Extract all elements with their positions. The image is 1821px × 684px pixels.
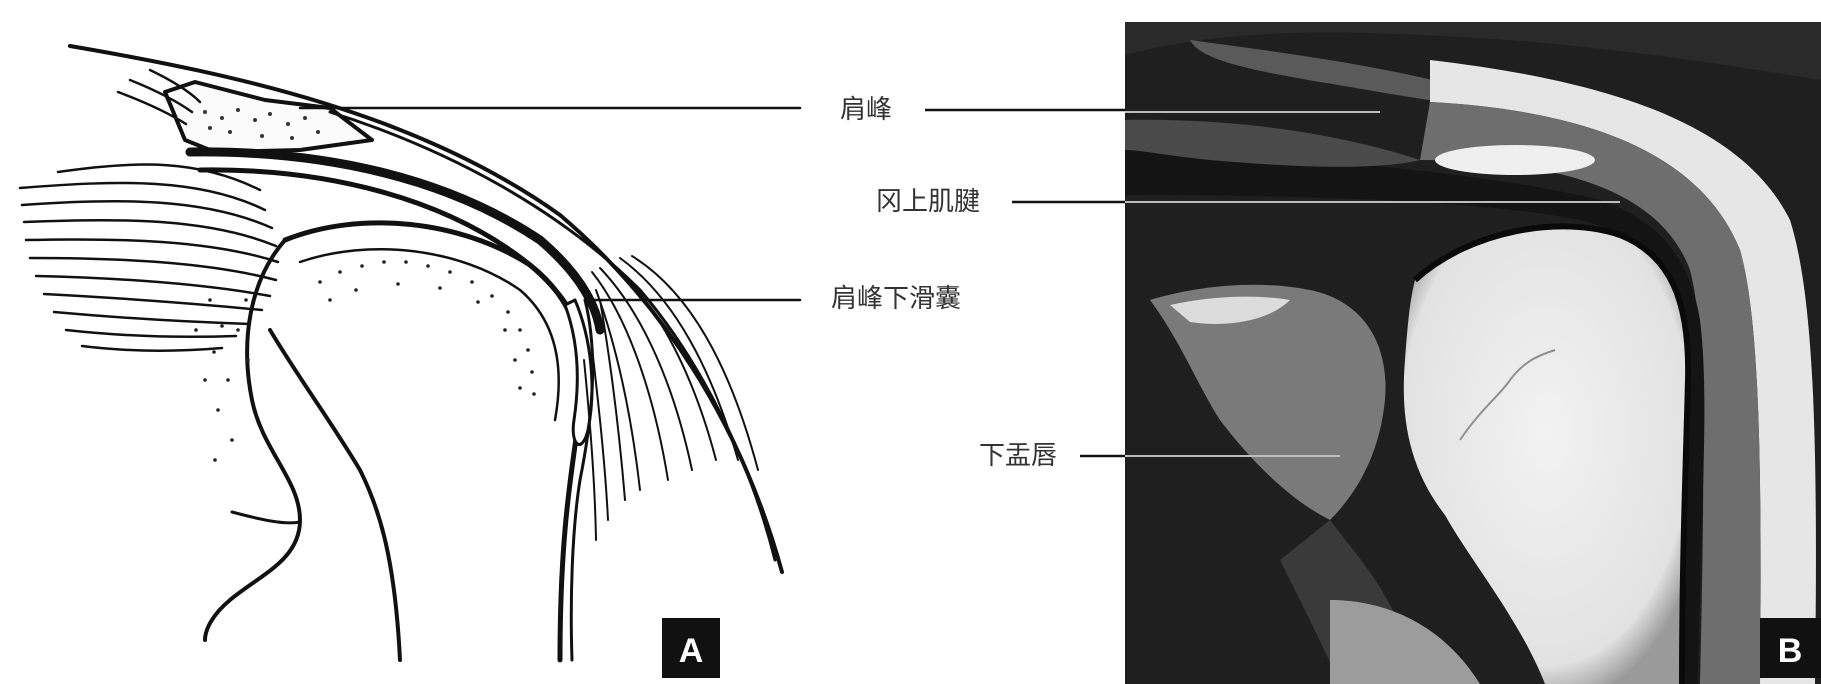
supraspinatus-band-lower bbox=[200, 170, 586, 350]
panel-b-letter: B bbox=[1778, 632, 1803, 670]
label-acromion: 肩峰 bbox=[840, 95, 892, 125]
panel-b-mri bbox=[1125, 22, 1821, 684]
humeral-shaft-outline bbox=[270, 330, 400, 660]
humeral-head-inner bbox=[300, 249, 559, 420]
panel-a-drawing bbox=[20, 46, 800, 660]
panel-a-letter: A bbox=[679, 632, 704, 670]
deltoid-fibers bbox=[584, 256, 758, 540]
mri-acromion bbox=[1435, 145, 1595, 175]
label-subacromial-bursa: 肩峰下滑囊 bbox=[831, 284, 961, 314]
humeral-head-outline bbox=[285, 223, 583, 660]
label-pointer-lines bbox=[925, 110, 1125, 456]
label-supraspinatus-tendon: 冈上肌腱 bbox=[876, 187, 980, 217]
glenoid-neck-outline bbox=[205, 240, 300, 640]
glenoid-rim bbox=[232, 512, 300, 523]
label-inferior-labrum: 下盂唇 bbox=[979, 441, 1057, 471]
